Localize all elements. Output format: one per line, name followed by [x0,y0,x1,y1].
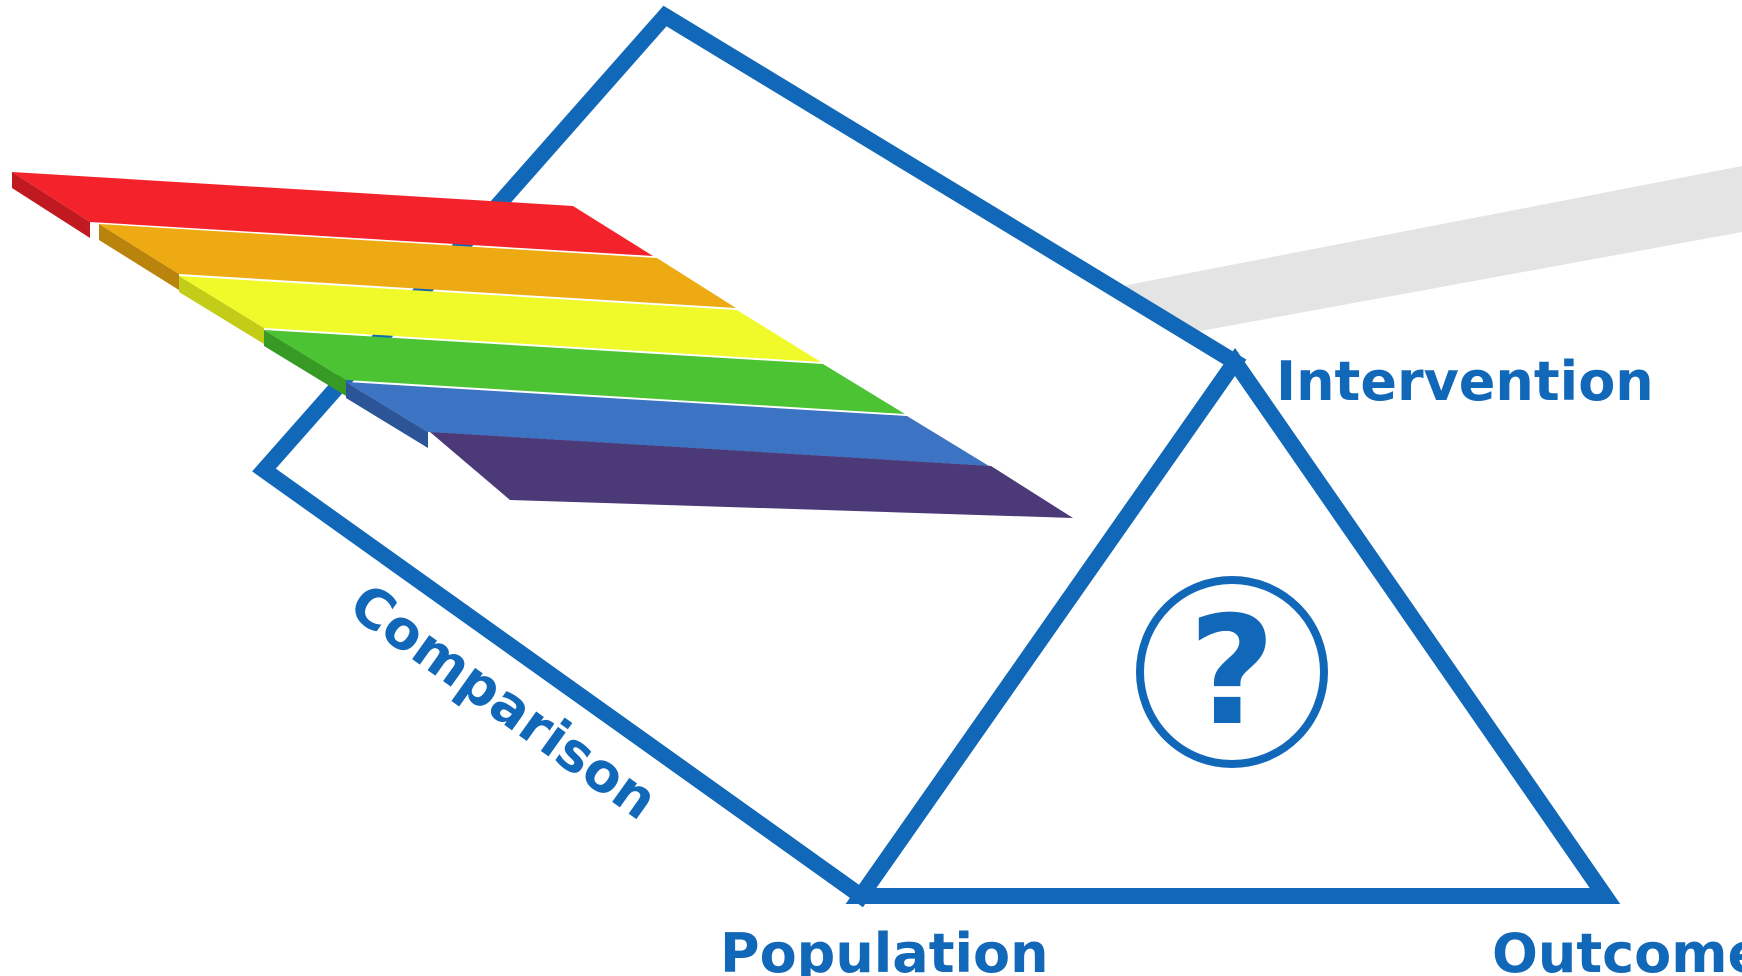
spectrum-bands [12,172,1073,518]
question-mark: ? [1188,585,1275,759]
spectrum-band-blue-side [346,382,428,448]
spectrum-band-red-side [12,172,90,238]
spectrum-band-yellow [179,276,821,362]
spectrum-band-violet [430,432,1073,518]
spectrum-band-green [264,330,905,414]
incoming-light-beam [1112,166,1742,332]
outcome-label: Outcome [1492,922,1742,976]
spectrum-band-orange [99,224,736,308]
spectrum-band-red [12,172,653,256]
spectrum-band-orange-side [99,224,179,290]
question-mark-circle-icon: ? [1136,576,1328,768]
spectrum-band-green-side [264,330,346,396]
intervention-label: Intervention [1276,350,1654,413]
spectrum-band-yellow-side [179,276,264,344]
spectrum-band-blue [346,382,989,466]
population-label: Population [720,922,1049,976]
